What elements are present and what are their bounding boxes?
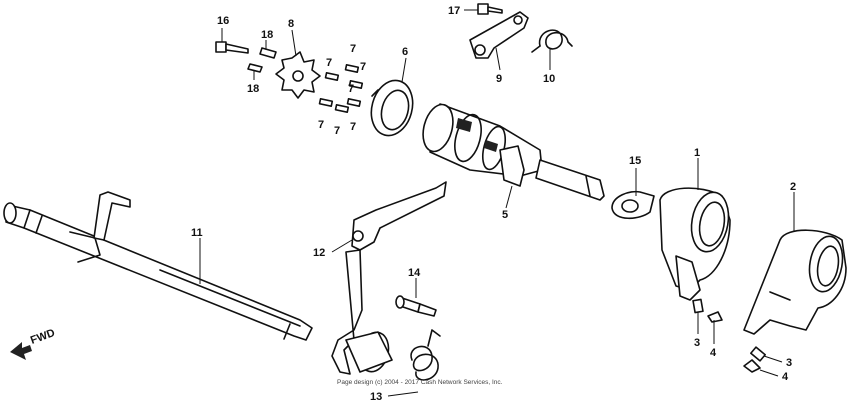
- shift-drum-bearing[interactable]: [365, 76, 418, 140]
- part-15[interactable]: [611, 190, 655, 220]
- callout-7-f: 7: [334, 125, 340, 137]
- fwd-arrow-icon: [10, 342, 32, 360]
- callout-3-lower: 3: [786, 357, 792, 369]
- callout-11: 11: [191, 227, 203, 239]
- callout-2: 2: [790, 181, 796, 193]
- callout-labels: 16 18 18 8 7 7 7 7 7 7 7 6 17 9 10 5 15 …: [191, 5, 796, 403]
- callout-7-g: 7: [350, 121, 356, 133]
- callout-8: 8: [288, 18, 294, 30]
- pin-18[interactable]: [247, 47, 277, 73]
- shift-drum-pins[interactable]: [318, 63, 364, 113]
- callout-12: 12: [313, 247, 325, 259]
- callout-10: 10: [543, 73, 555, 85]
- callout-4-lower: 4: [782, 371, 789, 383]
- forward-direction-indicator: FWD: [10, 327, 57, 360]
- callout-5: 5: [502, 209, 508, 221]
- fork-clip-4[interactable]: [707, 311, 761, 373]
- callout-4-upper: 4: [710, 347, 717, 359]
- callout-18-bottom: 18: [247, 83, 259, 95]
- callout-6: 6: [402, 46, 408, 58]
- callout-7-b: 7: [326, 57, 332, 69]
- callout-18-top: 18: [261, 29, 273, 41]
- callout-7-a: 7: [350, 43, 356, 55]
- fwd-label: FWD: [29, 327, 57, 347]
- callout-7-e: 7: [318, 119, 324, 131]
- callout-7-c: 7: [360, 61, 366, 73]
- shift-fork-2[interactable]: [743, 229, 847, 335]
- callout-15: 15: [629, 155, 641, 167]
- shift-fork-1[interactable]: [659, 187, 733, 301]
- callout-17: 17: [448, 5, 460, 17]
- callout-1: 1: [694, 147, 700, 159]
- callout-3-upper: 3: [694, 337, 700, 349]
- copyright-notice: Page design (c) 2004 - 2017 Cash Network…: [337, 379, 503, 386]
- callout-14: 14: [408, 267, 421, 279]
- shift-drum-star-plate[interactable]: [275, 51, 321, 99]
- fork-pin-3[interactable]: [692, 298, 766, 362]
- bolt-16[interactable]: [215, 41, 249, 54]
- leader-lines: [199, 9, 795, 397]
- callout-16-top: 16: [217, 15, 229, 27]
- return-spring-13[interactable]: [410, 329, 441, 381]
- callout-13: 13: [370, 391, 382, 403]
- stopper-spring[interactable]: [531, 29, 573, 53]
- spring-pin-14[interactable]: [395, 295, 437, 317]
- bolt-17[interactable]: [477, 3, 503, 15]
- shift-fork-shaft[interactable]: [3, 191, 313, 341]
- gearshift-spindle[interactable]: [331, 181, 447, 375]
- callout-9: 9: [496, 73, 502, 85]
- drum-stopper-arm[interactable]: [469, 11, 529, 59]
- callout-7-d: 7: [348, 83, 354, 95]
- shift-drum[interactable]: [418, 101, 605, 201]
